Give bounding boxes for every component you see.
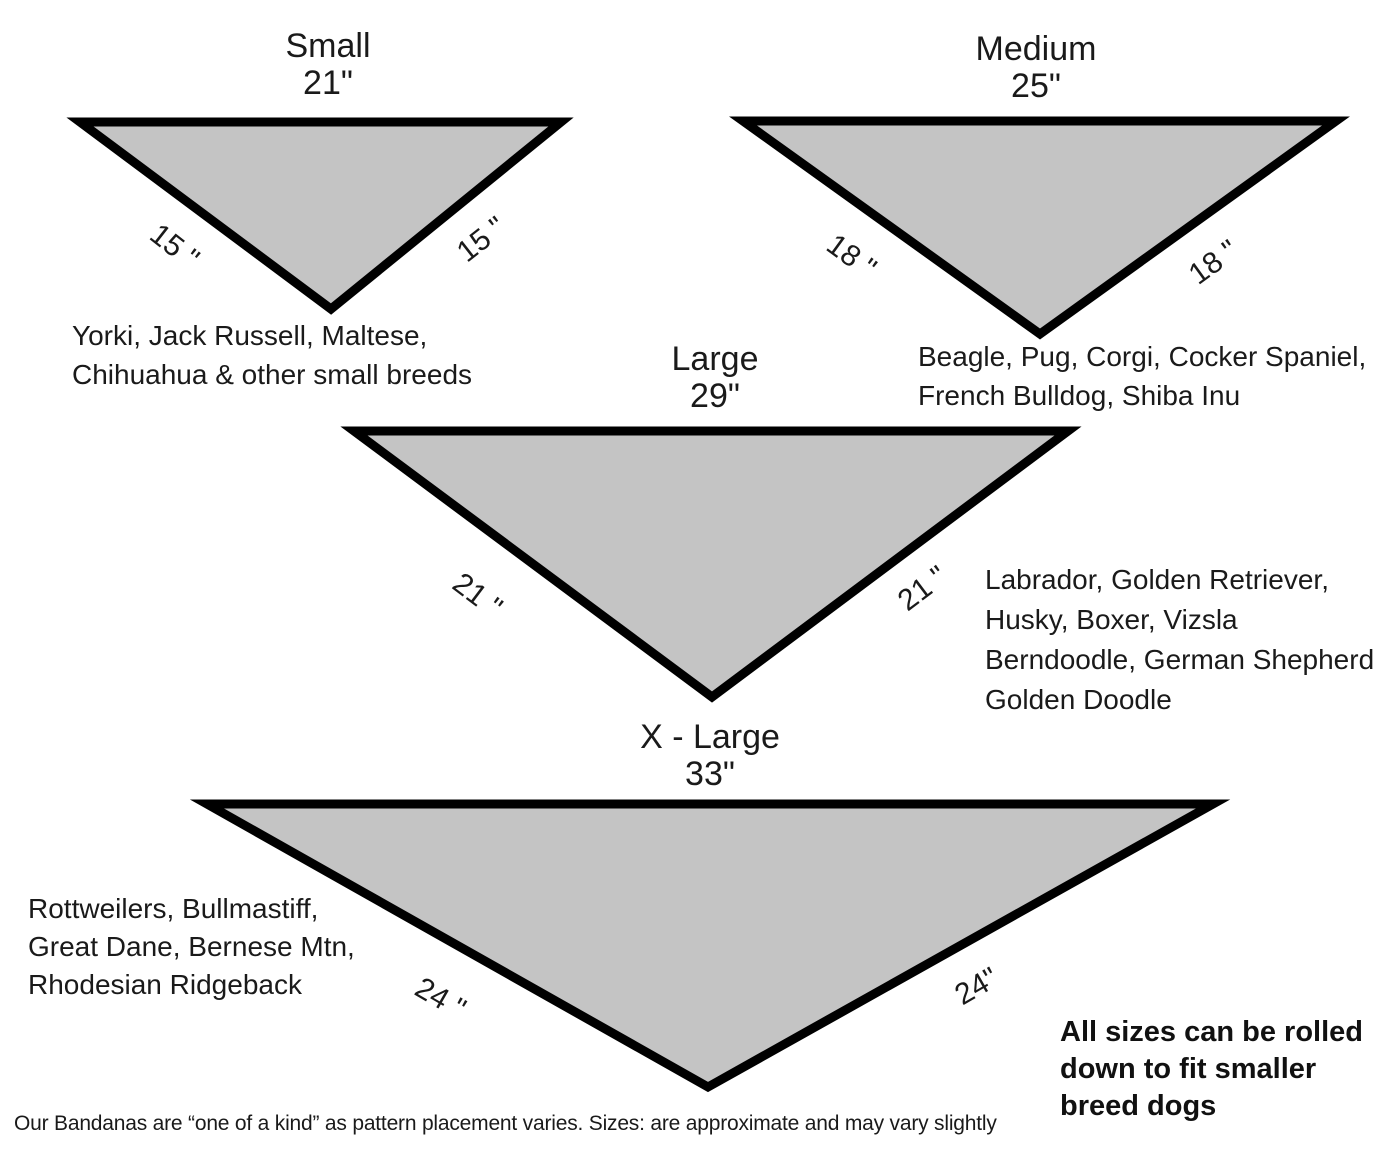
medium-breeds-line: French Bulldog, Shiba Inu — [918, 380, 1241, 411]
xlarge-bandana-triangle — [189, 799, 1231, 1093]
large-size-title: Large 29" — [672, 341, 759, 415]
medium-size-name: Medium — [975, 30, 1097, 68]
xlarge-breeds-list: Rottweilers, Bullmastiff, Great Dane, Be… — [28, 890, 355, 1004]
xlarge-size-name: X - Large — [640, 718, 780, 756]
note-line: All sizes can be rolled — [1060, 1016, 1363, 1048]
roll-down-note: All sizes can be rolled down to fit smal… — [1060, 1014, 1363, 1125]
small-breeds-list: Yorki, Jack Russell, Maltese, Chihuahua … — [72, 316, 472, 394]
small-breeds-line: Yorki, Jack Russell, Maltese, — [72, 320, 428, 351]
xlarge-breeds-line: Rhodesian Ridgeback — [28, 969, 302, 1000]
large-breeds-line: Husky, Boxer, Vizsla — [985, 604, 1238, 635]
disclaimer-text: Our Bandanas are “one of a kind” as patt… — [14, 1112, 997, 1135]
large-breeds-list: Labrador, Golden Retriever, Husky, Boxer… — [985, 560, 1374, 720]
medium-top-width: 25" — [1011, 67, 1061, 105]
small-size-title: Small 21" — [285, 28, 370, 102]
large-breeds-line: Golden Doodle — [985, 684, 1172, 715]
medium-breeds-list: Beagle, Pug, Corgi, Cocker Spaniel, Fren… — [918, 337, 1366, 415]
large-breeds-line: Berndoodle, German Shepherd — [985, 644, 1375, 675]
large-bandana-triangle — [340, 426, 1082, 703]
medium-breeds-line: Beagle, Pug, Corgi, Cocker Spaniel, — [918, 341, 1367, 372]
small-breeds-line: Chihuahua & other small breeds — [72, 359, 473, 390]
small-size-name: Small — [285, 27, 371, 65]
large-size-name: Large — [671, 340, 759, 378]
small-top-width: 21" — [303, 64, 353, 102]
large-top-width: 29" — [690, 377, 740, 415]
xlarge-breeds-line: Great Dane, Bernese Mtn, — [28, 931, 355, 962]
xlarge-size-title: X - Large 33" — [640, 719, 780, 793]
xlarge-breeds-line: Rottweilers, Bullmastiff, — [28, 893, 319, 924]
xlarge-top-width: 33" — [685, 755, 735, 793]
large-breeds-line: Labrador, Golden Retriever, — [985, 564, 1329, 595]
medium-bandana-triangle — [729, 116, 1350, 340]
note-line: down to fit smaller — [1060, 1053, 1317, 1085]
small-bandana-triangle — [66, 117, 574, 315]
medium-size-title: Medium 25" — [976, 31, 1097, 105]
note-line: breed dogs — [1060, 1090, 1217, 1122]
